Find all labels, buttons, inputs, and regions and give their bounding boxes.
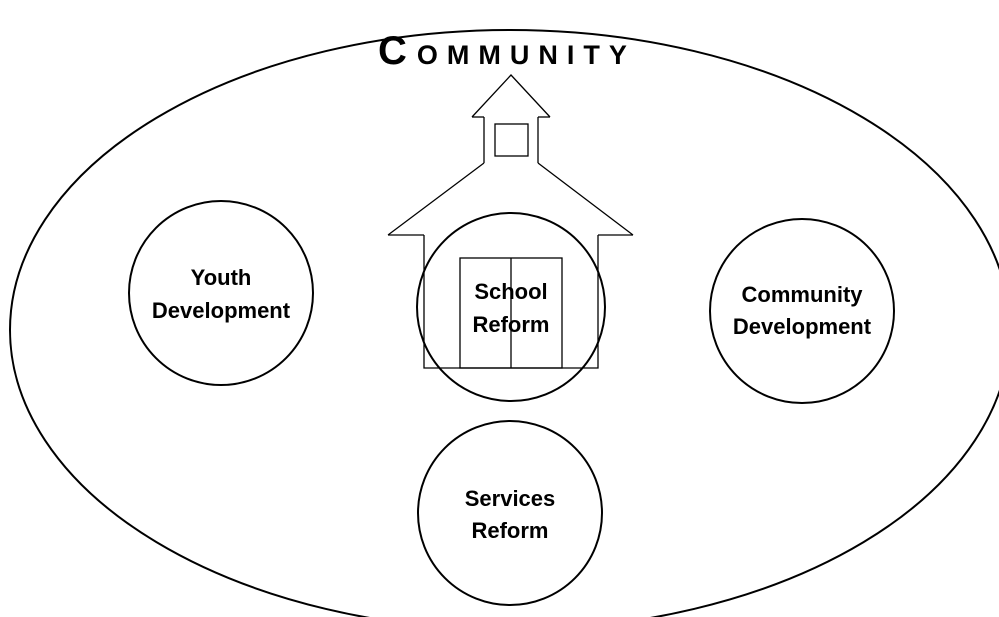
- youth-development-label-line2: Development: [152, 298, 291, 323]
- community-ellipse: [9, 29, 999, 617]
- title-rest: OMMUNITY: [417, 40, 636, 70]
- title-initial: C: [378, 29, 407, 73]
- services-reform-label-line1: Services: [465, 486, 556, 511]
- services-reform-label-line2: Reform: [471, 518, 548, 543]
- youth-development-circle: [128, 200, 314, 386]
- diagram-title: C OMMUNITY: [378, 29, 636, 73]
- school-reform-label-line1: School: [474, 279, 547, 304]
- schoolhouse-icon: [387, 74, 634, 369]
- community-development-label-line1: Community: [742, 282, 864, 307]
- community-development-label-line2: Development: [733, 314, 872, 339]
- school-reform-circle: [416, 212, 606, 402]
- services-reform-circle: [417, 420, 603, 606]
- school-reform-label-line2: Reform: [472, 312, 549, 337]
- community-development-circle: [709, 218, 895, 404]
- youth-development-label-line1: Youth: [191, 265, 252, 290]
